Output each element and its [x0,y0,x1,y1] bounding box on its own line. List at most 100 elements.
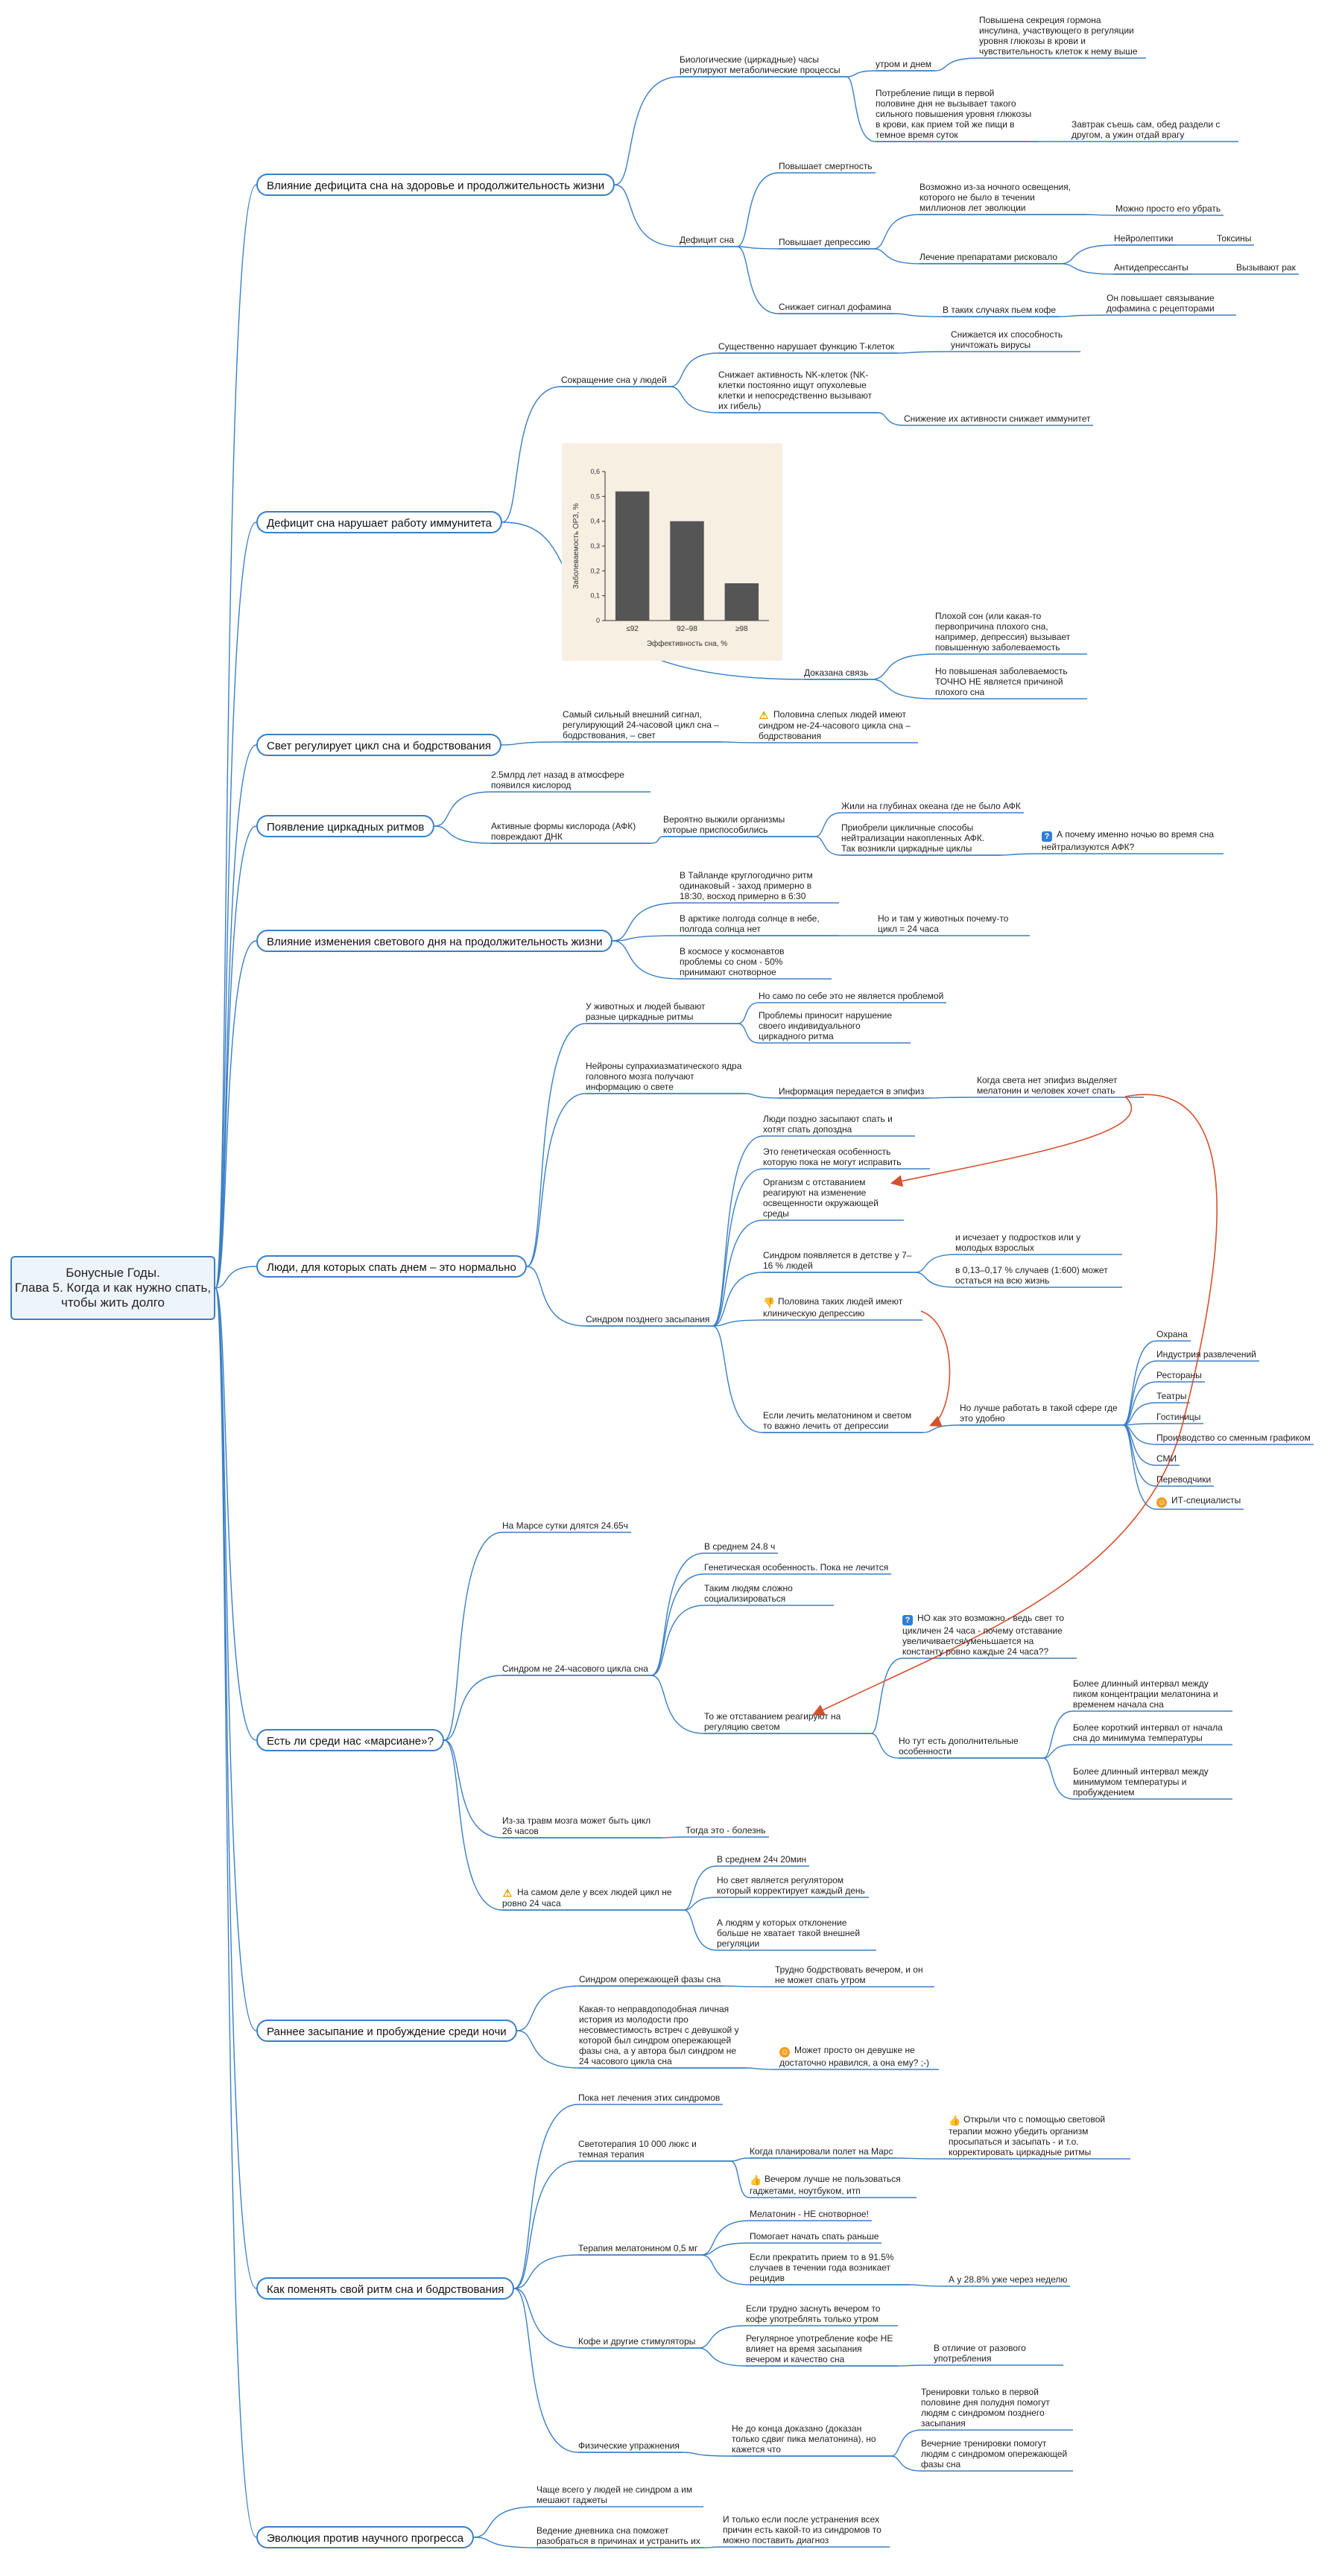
node-regular-coffee[interactable]: Регулярное употребление кофе НЕ влияет н… [746,2333,893,2364]
node-coffee-stimulants[interactable]: Кофе и другие стимуляторы [578,2336,696,2347]
node-no-treatment[interactable]: Пока нет лечения этих синдромов [578,2093,721,2103]
node-exercise[interactable]: Физические упражнения [578,2440,680,2451]
node-sleep-deficit[interactable]: Дефицит сна [680,235,735,245]
node-deep-ocean[interactable]: Жили на глубинах океана где не было АФК [841,801,1021,811]
node-food-glucose[interactable]: Потребление пищи в первой половине дня н… [876,88,1032,140]
node-dsps[interactable]: Синдром позднего засыпания [586,1314,710,1325]
topic-change-rhythm[interactable]: Как поменять свой ритм сна и бодрствован… [256,2277,515,2300]
node-not-sleeping-pill[interactable]: Мелатонин - НЕ снотворное! [750,2209,869,2219]
node-insulin[interactable]: Повышена секреция гормона инсулина, учас… [979,15,1138,57]
node-disruption[interactable]: Проблемы приносит нарушение своего индив… [759,1010,893,1041]
node-different-rhythms[interactable]: У животных и людей бывают разные циркадн… [586,1001,706,1022]
node-sleep-earlier[interactable]: Помогает начать спать раньше [750,2231,879,2242]
node-breakfast-proverb[interactable]: Завтрак съешь сам, обед раздели с другом… [1071,119,1221,140]
node-work-field[interactable]: Но лучше работать в такой сфере где это … [960,1403,1118,1424]
node-socialize[interactable]: Таким людям сложно социализироваться [704,1583,793,1604]
node-entertainment[interactable]: Индустрия развлечений [1156,1349,1256,1360]
node-remove-light[interactable]: Можно просто его убрать [1115,203,1221,214]
node-personal-story[interactable]: Какая-то неправдоподобная личная история… [579,2004,739,2066]
root-node[interactable]: Бонусные Годы. Глава 5. Когда и как нужн… [10,1256,215,1320]
node-hard-evening[interactable]: Трудно бодрствовать вечером, и он не мож… [775,1964,923,1985]
node-proven-link[interactable]: Доказана связь [804,667,869,678]
node-space[interactable]: В космосе у космонавтов проблемы со сном… [680,946,785,977]
topic-evolution-progress[interactable]: Эволюция против научного прогресса [256,2526,475,2548]
node-shorter-temp[interactable]: Более короткий интервал от начала сна до… [1073,1722,1223,1743]
node-security[interactable]: Охрана [1156,1329,1188,1339]
node-cyclic-methods[interactable]: Приобрели цикличные способы нейтрализаци… [841,822,985,854]
node-sleep-reduction[interactable]: Сокращение сна у людей [561,375,667,385]
node-antidepressants[interactable]: Антидепрессанты [1114,262,1188,273]
node-animals-24h[interactable]: Но и там у животных почему-то цикл = 24 … [878,913,1009,934]
node-strongest-signal[interactable]: Самый сильный внешний сигнал, регулирующ… [563,709,719,740]
node-arctic[interactable]: В арктике полгода солнце в небе, полгода… [680,913,820,934]
node-brain-injury[interactable]: Из-за травм мозга может быть цикл 26 час… [502,1815,651,1836]
node-ros[interactable]: Активные формы кислорода (АФК) повреждаю… [491,821,636,842]
topic-sleep-deficit-health[interactable]: Влияние дефицита сна на здоровье и продо… [256,174,615,196]
node-immunity-down[interactable]: Снижение их активности снижает иммунитет [904,413,1091,424]
node-relapse-week[interactable]: А у 28.8% уже через неделю [949,2274,1068,2285]
node-translators[interactable]: Переводчики [1156,1474,1212,1485]
node-lifelong[interactable]: в 0,13–0,17 % случаев (1:600) может оста… [955,1265,1108,1286]
node-cancer[interactable]: Вызывают рак [1236,262,1296,273]
node-longer-melatonin[interactable]: Более длинный интервал между пиком конце… [1073,1678,1218,1710]
node-not-24[interactable]: ⚠На самом деле у всех людей цикл не ровн… [502,1887,672,1909]
node-late-sleepers[interactable]: Люди поздно засыпают спать и хотят спать… [763,1114,893,1135]
node-genetic[interactable]: Это генетическая особенность которую пок… [763,1146,902,1167]
node-extra-features[interactable]: Но тут есть дополнительные особенности [899,1736,1019,1757]
node-diagnosis[interactable]: И только если после устранения всех прич… [723,2514,881,2545]
node-not-problem[interactable]: Но само по себе это не является проблемо… [759,991,944,1001]
node-aps[interactable]: Синдром опережающей фазы сна [579,1974,721,1985]
topic-martians[interactable]: Есть ли среди нас «марсиане»? [256,1729,444,1751]
node-bad-sleep-cause[interactable]: Плохой сон (или какая-то первопричина пл… [935,611,1071,653]
node-light-corrects[interactable]: Но свет является регулятором который кор… [717,1875,865,1896]
node-coffee[interactable]: В таких случаях пьем кофе [943,305,1057,315]
node-longer-wake[interactable]: Более длинный интервал между минимумом т… [1073,1766,1209,1798]
node-delayed-reaction[interactable]: Организм с отставанием реагируют на изме… [763,1177,879,1219]
node-blind-people[interactable]: ⚠Половина слепых людей имеют синдром не-… [759,709,911,741]
node-disappears[interactable]: и исчезает у подростков или у молодых вз… [955,1232,1081,1253]
node-depression[interactable]: Повышает депрессию [779,237,870,247]
node-it[interactable]: ☺ИТ-специалисты [1156,1495,1241,1508]
topic-early-sleep[interactable]: Раннее засыпание и пробуждение среди ноч… [256,2020,517,2042]
node-no-gadgets[interactable]: 👍Вечером лучше не пользоваться гаджетами… [750,2174,901,2196]
node-childhood[interactable]: Синдром появляется в детстве у 7–16 % лю… [763,1250,912,1271]
node-light-therapy[interactable]: Светотерапия 10 000 люкс и темная терапи… [578,2139,697,2160]
node-treat-depression[interactable]: Если лечить мелатонином и светом то важн… [763,1410,912,1431]
node-survived[interactable]: Вероятно выжили организмы которые приспо… [663,814,785,835]
node-thailand[interactable]: В Тайланде круглогодично ритм одинаковый… [680,870,813,901]
node-not-cause[interactable]: Но повышеная заболеваемость ТОЧНО НЕ явл… [935,666,1068,697]
node-not-proven[interactable]: Не до конца доказано (доказан только сдв… [732,2423,876,2455]
node-avg-2420[interactable]: В среднем 24ч 20мин [717,1854,807,1865]
node-nk-cells[interactable]: Снижает активность NK-клеток (NK-клетки … [718,369,872,411]
node-half-depression[interactable]: 👎Половина таких людей имеют клиническую … [763,1296,903,1319]
node-maybe-girl[interactable]: ☺Может просто он девушке не достаточно н… [779,2045,930,2068]
node-same-lag[interactable]: То же отставанием реагируют на регуляцию… [704,1711,841,1732]
node-sleep-diary[interactable]: Ведение дневника сна поможет разобраться… [536,2525,700,2546]
node-melatonin-therapy[interactable]: Терапия мелатонином 0,5 мг [578,2243,698,2253]
node-non24[interactable]: Синдром не 24-часового цикла сна [502,1663,648,1674]
node-relapse[interactable]: Если прекратить прием то в 91.5% случаев… [750,2252,894,2283]
node-dopamine-binding[interactable]: Он повышает связывание дофамина с рецепт… [1107,293,1215,314]
node-mars-flight[interactable]: Когда планировали полет на Марс [750,2146,893,2157]
node-gadgets-not-syndrome[interactable]: Чаще всего у людей не синдром а им мешаю… [536,2484,693,2505]
node-shift-production[interactable]: Производство со сменным графиком [1156,1433,1311,1443]
node-scn-neurons[interactable]: Нейроны супрахиазматического ядра головн… [586,1061,742,1092]
node-night-light[interactable]: Возможно из-за ночного освещения, которо… [919,182,1071,213]
node-coffee-morning[interactable]: Если трудно заснуть вечером то кофе упот… [746,2303,881,2324]
node-hotels[interactable]: Гостиницы [1156,1412,1201,1422]
topic-circadian-origin[interactable]: Появление циркадных ритмов [256,815,435,837]
node-single-use[interactable]: В отличие от разового употребления [934,2343,1026,2364]
node-to-pineal[interactable]: Информация передается в эпифиз [779,1086,925,1097]
topic-daylight-change[interactable]: Влияние изменения светового дня на продо… [256,930,613,952]
node-melatonin-release[interactable]: Когда света нет эпифиз выделяет мелатони… [977,1075,1118,1096]
topic-day-sleepers[interactable]: Люди, для которых спать днем – это норма… [256,1255,527,1278]
node-mars-day[interactable]: На Марсе сутки длятся 24.65ч [502,1520,628,1531]
node-mortality[interactable]: Повышает смертность [779,161,873,171]
topic-light-regulates[interactable]: Свет регулирует цикл сна и бодрствования [256,734,501,756]
topic-immunity[interactable]: Дефицит сна нарушает работу иммунитета [256,511,502,533]
node-media[interactable]: СМИ [1156,1453,1177,1464]
node-avg-248[interactable]: В среднем 24.8 ч [704,1541,776,1552]
node-dopamine[interactable]: Снижает сигнал дофамина [779,302,891,312]
node-oxygen[interactable]: 2.5млрд лет назад в атмосфере появился к… [491,770,624,790]
node-light-discovery[interactable]: 👍Открыли что с помощью световой терапии … [949,2114,1106,2157]
